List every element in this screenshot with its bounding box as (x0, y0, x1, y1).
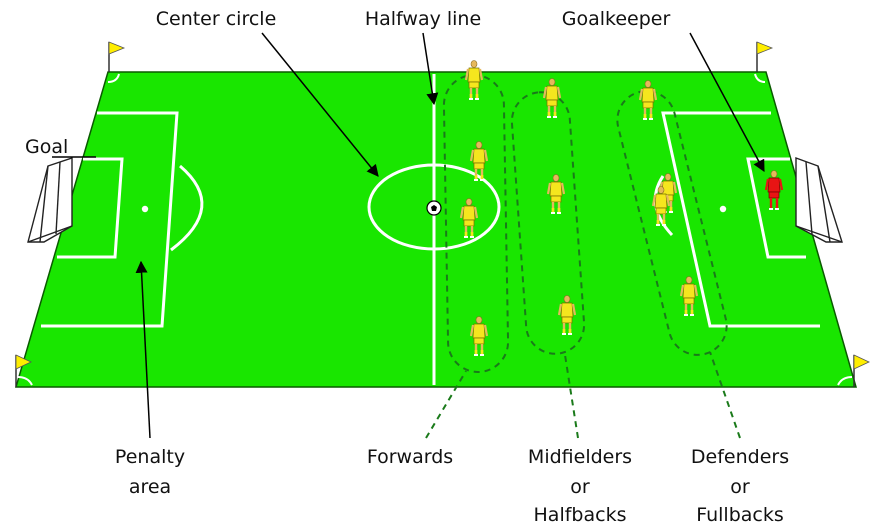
halfway-line-label: Halfway line (365, 10, 481, 29)
forwards-label: Forwards (367, 448, 453, 467)
ball-icon (427, 201, 441, 215)
defenders-label-line-2: or (730, 478, 749, 497)
left-penalty-spot (142, 206, 148, 212)
goal-label: Goal (25, 138, 68, 157)
midfielders-label-line-2: or (570, 478, 589, 497)
flag-icon (757, 42, 772, 72)
goalkeeper-label: Goalkeeper (562, 10, 671, 29)
midfielders-label-line-3: Halfbacks (534, 506, 627, 525)
penalty-area-label-line-2: area (129, 478, 171, 497)
center-circle-label: Center circle (156, 10, 277, 29)
right-goal (796, 158, 842, 242)
pitch (16, 72, 856, 387)
defenders-label-line-1: Defenders (691, 448, 789, 467)
right-penalty-spot (720, 206, 726, 212)
midfielders-label-line-1: Midfielders (528, 448, 632, 467)
flag-icon (109, 42, 124, 72)
penalty-area-label-line-1: Penalty (115, 448, 185, 467)
left-goal (28, 158, 72, 242)
flag-icon (854, 355, 869, 387)
defenders-label-line-3: Fullbacks (696, 506, 784, 525)
